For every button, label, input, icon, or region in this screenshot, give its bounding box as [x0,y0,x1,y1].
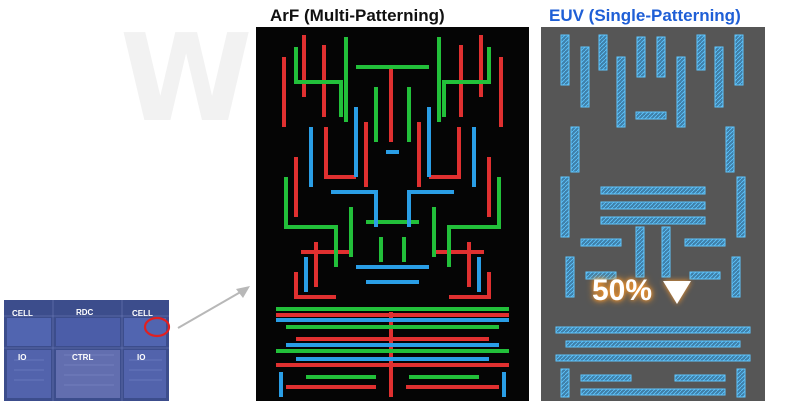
euv-title: EUV (Single-Patterning) [549,6,741,25]
arf-title: ArF (Multi-Patterning) [270,6,445,25]
reduction-percent: 50% [592,274,653,307]
watermark-logo: W [120,10,252,149]
ctrl-label: CTRL [72,353,94,362]
cell-right-label: CELL [132,309,153,318]
arrow-icon [177,286,250,329]
euv-pattern-panel [541,27,765,401]
rdc-label: RDC [76,308,94,317]
arf-pattern [276,35,509,397]
chip-die-photo: CELL RDC CELL IO CTRL IO [4,300,169,401]
circle-icon [143,316,171,338]
arf-pattern-panel [256,27,529,401]
cell-left-label: CELL [12,309,33,318]
euv-pattern [555,34,751,398]
down-triangle-icon [663,281,691,304]
io-left-label: IO [18,353,27,362]
io-right-label: IO [137,353,146,362]
chip-texture [4,300,169,401]
